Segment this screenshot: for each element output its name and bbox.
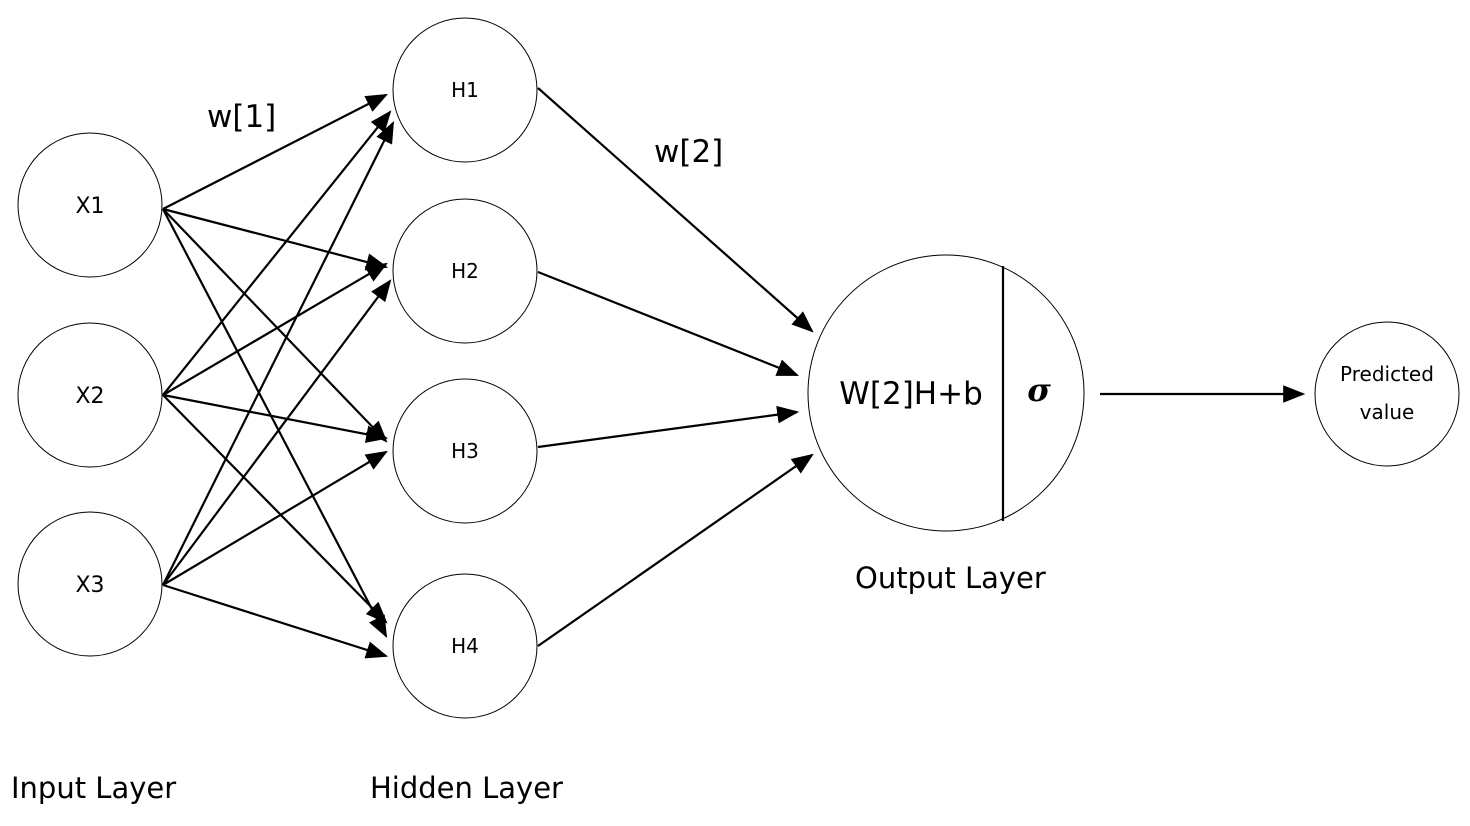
hidden-layer-label: Hidden Layer (370, 771, 563, 805)
edge-x1-h3 (162, 208, 388, 443)
input-node-x3-label: X3 (75, 573, 104, 598)
hidden-node-h3: H3 (392, 378, 538, 524)
hidden-layer-nodes: H1 H2 H3 H4 (392, 17, 538, 719)
output-node: W[2]H+b σ (807, 254, 1085, 532)
hidden-node-h4: H4 (392, 573, 538, 719)
edge-x2-h4 (162, 394, 388, 624)
edge-x3-h4 (162, 583, 389, 659)
predicted-value-label-line1: Predicted (1340, 362, 1434, 386)
edge-x3-h1 (162, 121, 394, 586)
edge-x3-h3 (162, 450, 388, 586)
predicted-value-label-line2: value (1360, 400, 1415, 424)
edge-x2-h2 (162, 262, 388, 396)
edge-x2-h3 (162, 393, 389, 443)
edge-x3-h2 (162, 279, 392, 586)
output-layer-label: Output Layer (855, 561, 1046, 595)
input-node-x1-label: X1 (75, 194, 104, 219)
weight-label-w1: w[1] (207, 99, 276, 135)
input-node-x2-label: X2 (75, 384, 104, 409)
edge-h3-output (537, 405, 800, 449)
edge-x1-h2 (162, 207, 389, 271)
edge-x2-h1 (162, 110, 392, 396)
edge-h4-output (537, 453, 814, 647)
activation-sigma-label: σ (1027, 371, 1051, 409)
edge-h2-output (537, 270, 800, 377)
hidden-node-h1: H1 (392, 17, 538, 163)
hidden-node-h2: H2 (392, 198, 538, 344)
hidden-node-h4-label: H4 (451, 634, 479, 658)
hidden-to-output-edges (537, 87, 814, 647)
output-formula: W[2]H+b (839, 376, 983, 412)
input-node-x2: X2 (17, 322, 163, 468)
weight-label-w2: w[2] (654, 134, 723, 170)
edge-h1-output (537, 87, 814, 333)
input-node-x1: X1 (17, 132, 163, 278)
input-layer-label: Input Layer (11, 771, 176, 805)
edge-x1-h1 (162, 93, 388, 210)
edge-x1-h4 (162, 208, 388, 638)
hidden-node-h3-label: H3 (451, 439, 479, 463)
hidden-node-h1-label: H1 (451, 78, 479, 102)
input-layer-nodes: X1 X2 X3 (17, 132, 163, 657)
input-node-x3: X3 (17, 511, 163, 657)
input-to-hidden-edges (162, 93, 394, 659)
predicted-value-node: Predicted value (1314, 321, 1460, 467)
hidden-node-h2-label: H2 (451, 259, 479, 283)
